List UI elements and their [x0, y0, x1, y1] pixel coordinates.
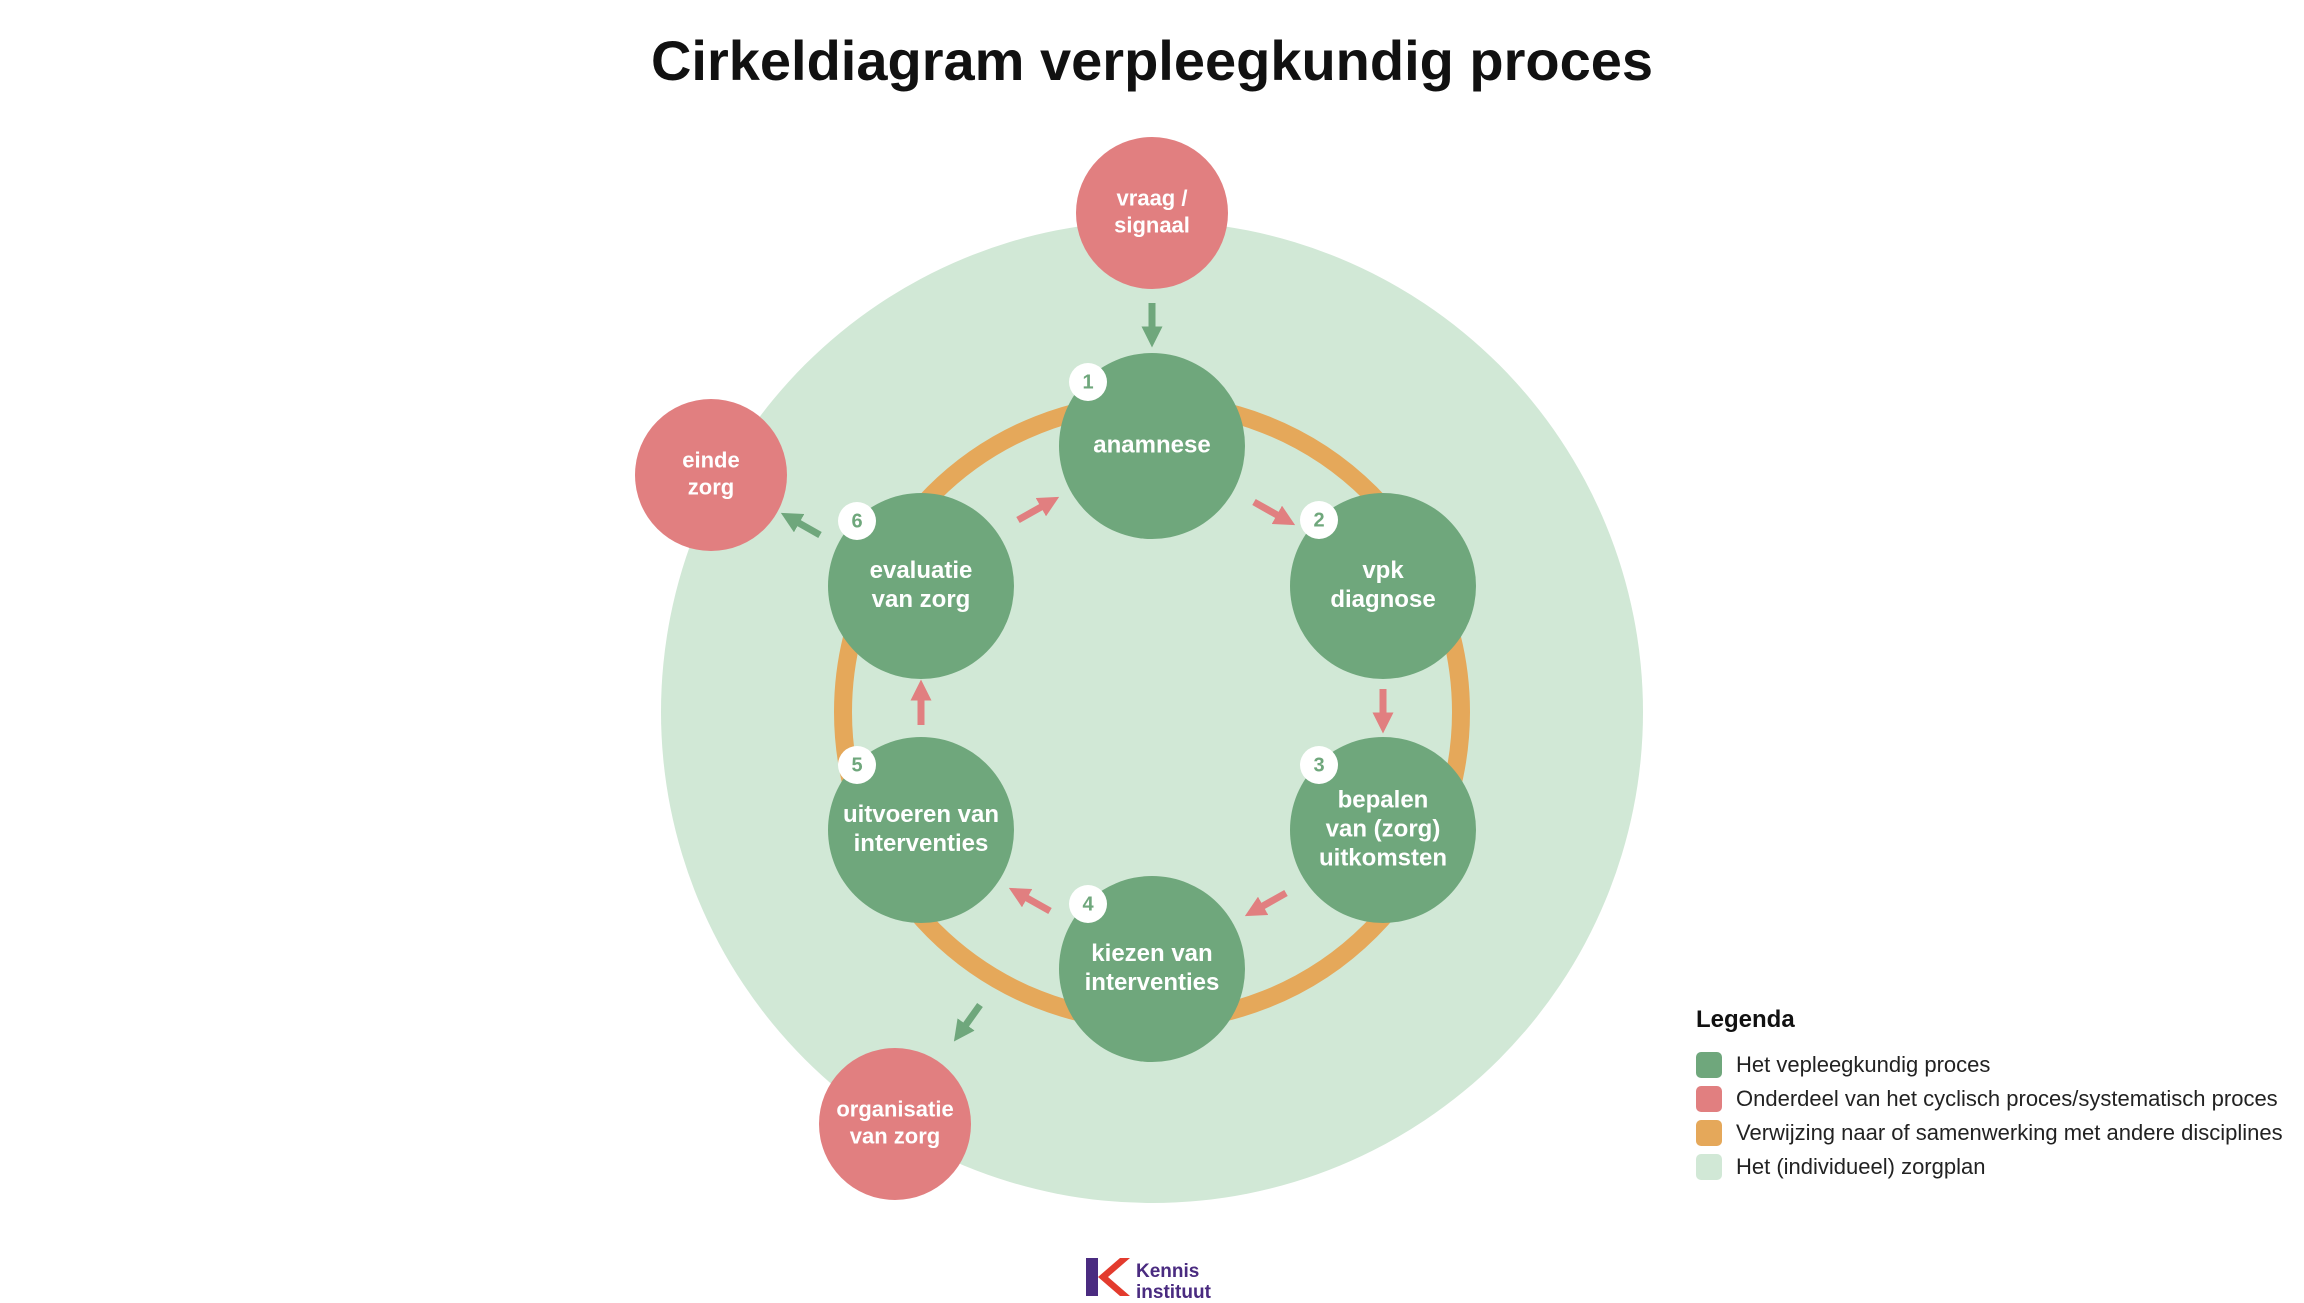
outer-node-label-line-2: van zorg [850, 1123, 940, 1148]
process-step-label-line-3: uitkomsten [1319, 844, 1447, 871]
step-number-badge: 1 [1069, 363, 1107, 401]
step-number: 1 [1082, 371, 1093, 393]
cycle-arrow-3 [1244, 889, 1288, 917]
legend-label: Het (individueel) zorgplan [1736, 1154, 1986, 1179]
process-step-label-line-2: interventies [854, 830, 989, 857]
outer-node-label-line-1: vraag / [1117, 185, 1188, 210]
process-step-label-line-1: anamnese [1093, 431, 1210, 458]
process-step-circle [1059, 876, 1245, 1062]
legend-swatch [1696, 1120, 1722, 1146]
exit-arrow [780, 512, 822, 539]
outer-node-label-line-1: einde [682, 447, 739, 472]
process-step-label-line-2: interventies [1085, 969, 1220, 996]
cycle-arrow-6 [1016, 496, 1060, 524]
legend-swatch [1696, 1052, 1722, 1078]
process-step-label-line-1: vpk [1362, 557, 1404, 584]
step-number-badge: 2 [1300, 501, 1338, 539]
legend-item: Onderdeel van het cyclisch proces/system… [1696, 1082, 2304, 1116]
step-number-badge: 5 [838, 746, 876, 784]
process-step-label-line-1: kiezen van [1091, 940, 1212, 967]
legend-label: Verwijzing naar of samenwerking met ande… [1736, 1120, 2283, 1145]
outer-node-circle [819, 1048, 971, 1200]
legend-title: Legenda [1696, 1006, 1795, 1033]
step-number: 5 [851, 754, 862, 776]
step-number: 3 [1313, 754, 1324, 776]
process-step-label-line-2: van (zorg) [1326, 815, 1441, 842]
process-step-circle [828, 493, 1014, 679]
cycle-arrow-4 [1008, 887, 1052, 915]
legend-swatch [1696, 1086, 1722, 1112]
process-step-label-line-1: uitvoeren van [843, 801, 999, 828]
step-number: 6 [851, 510, 862, 532]
legend-item: Het (individueel) zorgplan [1696, 1150, 2304, 1184]
legend-item: Verwijzing naar of samenwerking met ande… [1696, 1116, 2304, 1150]
step-number: 4 [1082, 893, 1094, 915]
process-step-circle [1290, 493, 1476, 679]
process-step-circle [828, 737, 1014, 923]
process-step-label-line-2: van zorg [872, 586, 971, 613]
outer-node-circle [635, 399, 787, 551]
outer-node-label-line-1: organisatie [836, 1096, 953, 1121]
careplan-circle [661, 221, 1643, 1203]
outer-node-label-line-2: zorg [688, 474, 734, 499]
process-step-circle [1290, 737, 1476, 923]
vraag-signaal-node: vraag /signaal [1076, 137, 1228, 289]
kennisinstituut-logo: Kennis instituut [1084, 1258, 1211, 1303]
organisation-arrow [953, 1002, 983, 1042]
outer-node-label-line-2: signaal [1114, 212, 1190, 237]
step-number: 2 [1313, 509, 1324, 531]
process-step-label-line-2: diagnose [1330, 586, 1435, 613]
process-step-circle [1059, 353, 1245, 539]
legend-label: Het vepleegkundig proces [1736, 1052, 1991, 1077]
step-number-badge: 4 [1069, 885, 1107, 923]
logo-line-2: instituut [1136, 1282, 1211, 1303]
logo-line-1: Kennis [1136, 1261, 1200, 1282]
cycle-arrow-1 [1252, 498, 1296, 526]
process-step-1: anamnese 1 [1059, 353, 1245, 539]
process-step-label-line-1: evaluatie [870, 557, 973, 584]
legend-swatch [1696, 1154, 1722, 1180]
outer-node-circle [1076, 137, 1228, 289]
legend-item: Het vepleegkundig proces [1696, 1048, 2304, 1082]
logo-k-icon [1086, 1258, 1130, 1296]
process-step-label-line-1: bepalen [1338, 786, 1429, 813]
page-title: Cirkeldiagram verpleegkundig proces [650, 29, 1654, 92]
step-number-badge: 3 [1300, 746, 1338, 784]
step-number-badge: 6 [838, 502, 876, 540]
legend-label: Onderdeel van het cyclisch proces/system… [1736, 1086, 2278, 1111]
